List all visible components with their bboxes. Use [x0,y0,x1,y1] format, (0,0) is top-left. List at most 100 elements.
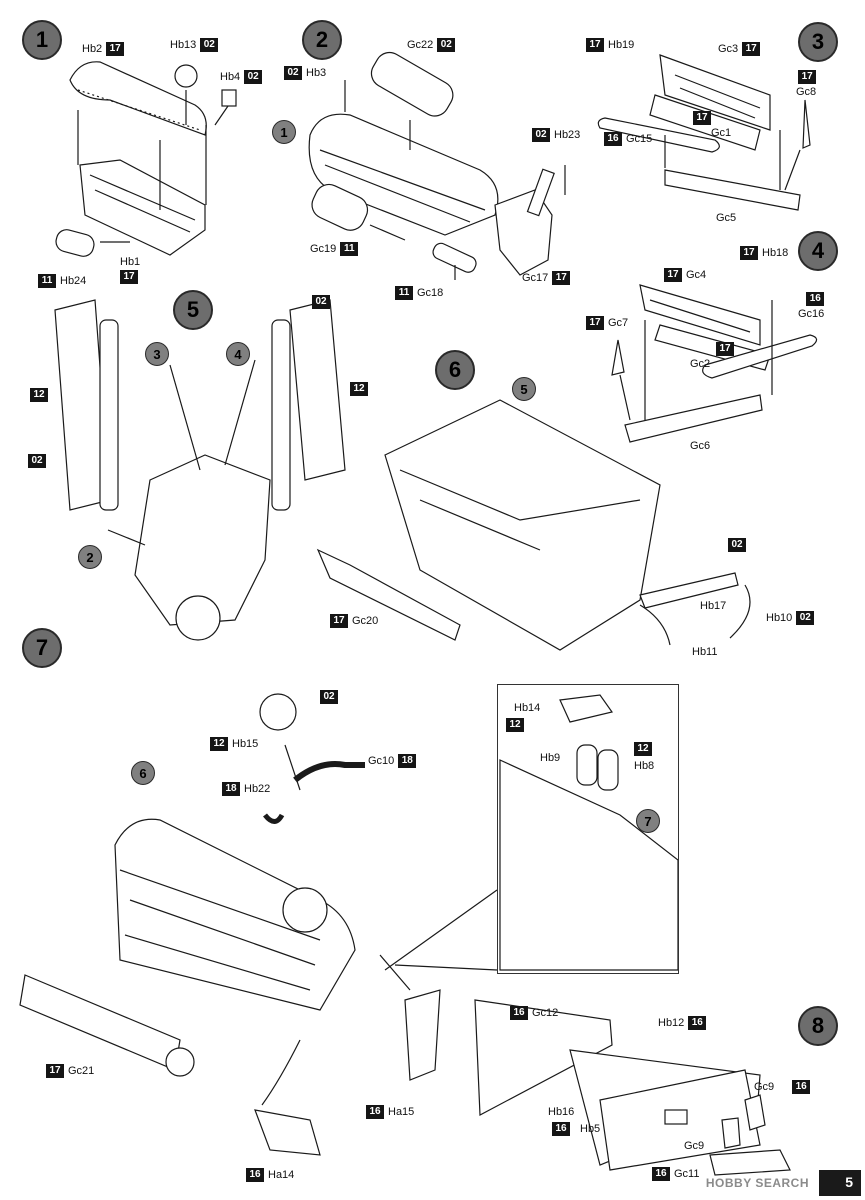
label-sprue-02-step6: 02 [728,538,746,552]
part-number: Hb8 [634,760,655,772]
pin-gc7 [611,339,625,376]
step-5-circle: 5 [173,290,213,330]
label-sprue-12-left: 12 [30,388,48,402]
shaft [526,168,555,217]
sprue-badge: 12 [30,388,48,402]
spinner-shaft [432,242,477,273]
part-number: Hb11 [692,646,718,658]
part-number: Hb3 [306,67,327,79]
sprue-badge: 02 [796,611,815,625]
part-number: Gc1 [711,127,732,139]
label-hb17: Hb17 [700,600,726,612]
part-number: Hb19 [608,39,635,51]
label-hb9: Hb9 [540,752,560,764]
frame-gc12 [474,999,613,1116]
bracket-gc9-b [721,1117,741,1149]
part-number: Gc8 [796,86,817,98]
part-number: Gc15 [626,133,653,145]
sprue-badge: 17 [330,614,348,628]
sprue-badge: 12 [210,737,228,751]
step-3-circle: 3 [798,22,838,62]
engine-main-block [384,399,661,651]
step-2-circle: 2 [302,20,342,60]
sprue-badge: 16 [688,1016,707,1030]
sprue-badge: 17 [716,342,734,356]
sprue-badge: 18 [398,754,417,768]
intake-ha15 [404,989,441,1081]
manifold-gc21 [19,974,181,1071]
crankcase-assembly [308,113,499,236]
sprue-badge: 16 [552,1122,570,1136]
sprue-badge: 17 [740,246,758,260]
label-gc15: 16 Gc15 [604,132,652,146]
step-7-circle: 7 [22,628,62,668]
sprue-badge: 11 [340,242,359,256]
part-number: Hb15 [232,738,259,750]
label-gc5: Gc5 [716,212,736,224]
filter-hb15 [259,693,297,731]
sprue-badge: 02 [28,454,46,468]
part-number: Hb13 [170,39,197,51]
camshaft-gc20 [316,548,461,641]
pipe-hb11 [639,604,671,646]
part-number: Gc20 [352,615,379,627]
part-number: Ha14 [268,1169,295,1181]
left-exhaust [99,319,119,511]
step-1-circle: 1 [22,20,62,60]
sprue-badge: 18 [222,782,240,796]
part-number: Hb12 [658,1017,685,1029]
filter-hb9 [576,744,598,786]
sprue-badge: 11 [395,286,413,300]
sprue-badge: 17 [742,42,761,56]
sprue-badge: 02 [728,538,746,552]
plate-gc11 [709,1149,791,1176]
pipe-gc10 [293,761,365,783]
supercharger-body [282,887,328,933]
sprue-badge: 02 [284,66,302,80]
sprue-badge: 02 [532,128,550,142]
part-number: Gc4 [686,269,707,281]
step-8-circle: 8 [798,1006,838,1046]
label-hb3: 02 Hb3 [284,66,326,80]
prop-hub [175,595,221,641]
sprue-badge: 02 [437,38,456,52]
pipe-hb10 [729,584,751,639]
watermark-text: HOBBY SEARCH [705,1176,809,1190]
part-number: Gc7 [608,317,629,329]
step-ref-3: 3 [145,342,169,366]
part-number: Hb14 [514,702,541,714]
sprue-badge: 02 [200,38,219,52]
part-number: Gc9 [754,1081,775,1093]
sprue-badge: 16 [806,292,825,306]
page-number: 5 [845,1174,853,1190]
part-number: Hb1 [120,256,141,268]
part-number: Hb16 [548,1106,575,1118]
label-sprue-02-left: 02 [28,454,46,468]
sprue-badge: 16 [604,132,622,146]
step-ref-2: 2 [78,545,102,569]
sprue-badge: 11 [38,274,56,288]
sprue-badge: 17 [693,111,711,125]
bracket-gc9-a [744,1094,766,1131]
label-gc9-lower: Gc9 [684,1140,704,1152]
